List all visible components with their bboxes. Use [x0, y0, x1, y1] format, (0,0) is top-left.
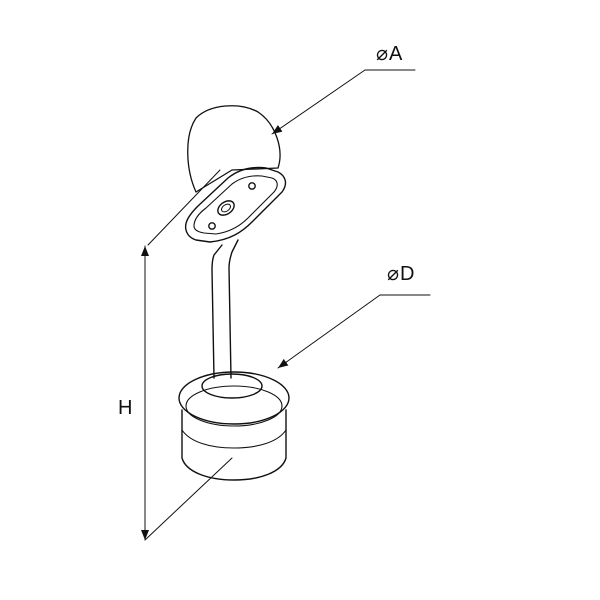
dimension-a: [147, 69, 416, 246]
screw-hole-center: [217, 200, 235, 216]
screw-hole-right: [248, 182, 256, 190]
diameter-symbol-icon: ⌀: [387, 263, 400, 285]
diameter-d-label: ⌀D: [387, 263, 415, 285]
diameter-a-label: ⌀A: [376, 43, 403, 65]
screw-hole-left: [208, 222, 216, 230]
base-body: [181, 409, 287, 481]
handrail-section: [187, 105, 281, 193]
height-label: H: [118, 397, 133, 419]
base-top: [178, 371, 290, 425]
saddle-plate-rim: [193, 175, 278, 235]
screw-hole-center-inner: [221, 203, 231, 213]
arm-collar: [201, 373, 263, 399]
dimension-d: [277, 294, 431, 369]
saddle-plate: [184, 166, 287, 243]
support-arm: [211, 244, 223, 379]
diameter-symbol-icon: ⌀: [376, 43, 389, 65]
dimension-h: [141, 245, 233, 541]
